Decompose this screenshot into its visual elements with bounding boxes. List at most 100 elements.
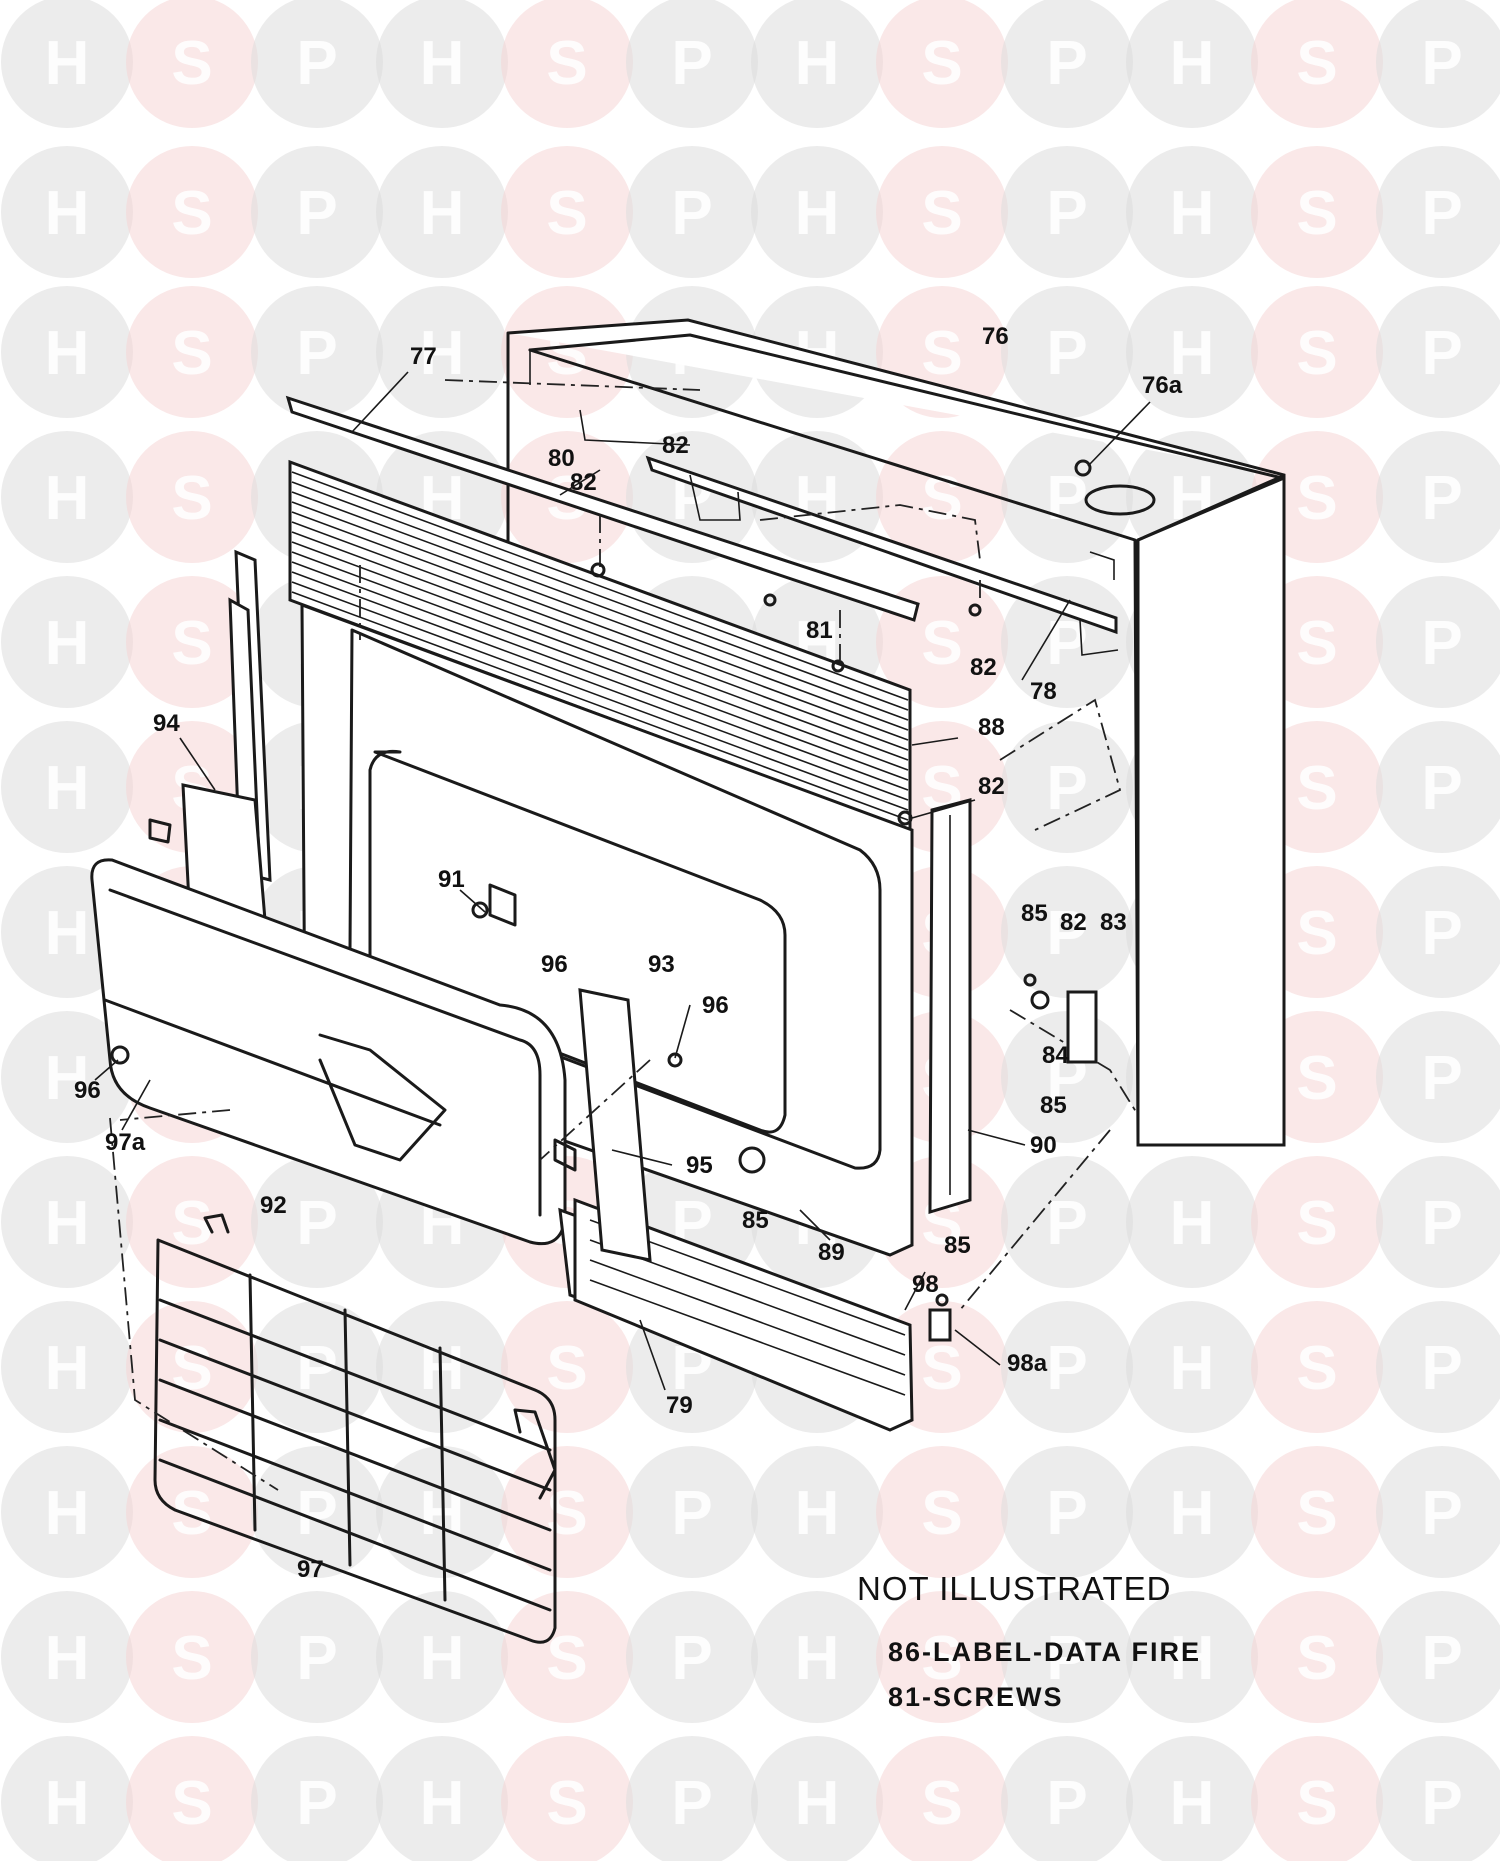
watermark-circle	[751, 1591, 883, 1723]
watermark-letter: S	[171, 319, 212, 388]
leader-line	[351, 371, 409, 433]
louvre-panel	[288, 459, 912, 833]
watermark-circle	[251, 1591, 383, 1723]
watermark-circle	[1, 1591, 133, 1723]
part-number-label: 85	[1021, 900, 1048, 927]
watermark-circle	[1376, 866, 1500, 998]
bottom-rail	[558, 1197, 914, 1432]
watermark-letter: H	[420, 179, 465, 248]
watermark-circle	[1251, 1301, 1383, 1433]
part-number-label: 76a	[1142, 372, 1183, 399]
part-number-label: 85	[944, 1232, 971, 1259]
watermark-circle	[1376, 0, 1500, 128]
watermark-letter: H	[45, 29, 90, 98]
watermark-letter: P	[296, 1189, 337, 1258]
part-number-label: 82	[662, 432, 689, 459]
watermark-letter: S	[1296, 609, 1337, 678]
watermark-letter: S	[1296, 1769, 1337, 1838]
part-number-label: 90	[1030, 1132, 1057, 1159]
watermark-letter: S	[1296, 29, 1337, 98]
watermark-letter: P	[296, 1769, 337, 1838]
louvre-slat	[291, 471, 909, 701]
watermark-letter: S	[546, 1334, 587, 1403]
watermark-circle	[501, 1301, 633, 1433]
part-number-label: 85	[742, 1207, 769, 1234]
watermark-circle	[1376, 576, 1500, 708]
watermark-letter: S	[1296, 464, 1337, 533]
watermark-circle	[751, 0, 883, 128]
not-illustrated-item: 81-SCREWS	[888, 1682, 1064, 1712]
watermark-letter: H	[420, 29, 465, 98]
watermark-letter: S	[546, 179, 587, 248]
watermark-circle	[1, 721, 133, 853]
part-number-label: 82	[1060, 909, 1087, 936]
watermark-circle	[1001, 1301, 1133, 1433]
louvre-slat	[291, 551, 909, 781]
watermark-circle	[1, 146, 133, 278]
watermark-letter: H	[45, 319, 90, 388]
not-illustrated-heading: NOT ILLUSTRATED	[857, 1570, 1172, 1607]
top-rail	[285, 395, 1119, 656]
watermark-letter: S	[1296, 1334, 1337, 1403]
front-frame	[90, 858, 567, 1246]
watermark-circle	[1001, 1446, 1133, 1578]
watermark-circle	[501, 286, 633, 418]
watermark-letter: P	[1421, 1479, 1462, 1548]
guard-bar	[158, 1378, 552, 1532]
watermark-letter: P	[296, 179, 337, 248]
watermark-circle	[1001, 1156, 1133, 1288]
guard-upright	[438, 1346, 447, 1602]
watermark-circle	[1251, 286, 1383, 418]
part-number-label: 97a	[105, 1129, 146, 1156]
watermark-circle	[376, 286, 508, 418]
watermark-circle	[1376, 1591, 1500, 1723]
watermark-letter: S	[171, 464, 212, 533]
watermark-circle	[626, 1446, 758, 1578]
watermark-circle	[1251, 1156, 1383, 1288]
watermark-circle	[1251, 1446, 1383, 1578]
watermark-letter: P	[671, 1769, 712, 1838]
watermark-letter: P	[1421, 319, 1462, 388]
part-number-label: 80	[548, 445, 575, 472]
watermark-letter: H	[795, 1624, 840, 1693]
guard-bar	[158, 1338, 552, 1492]
watermark-letter: H	[420, 319, 465, 388]
part-number-label: 83	[1100, 909, 1127, 936]
watermark-letter: H	[45, 1189, 90, 1258]
louvre-slat	[291, 511, 909, 741]
watermark-circle	[1376, 1301, 1500, 1433]
watermark-letter: S	[921, 319, 962, 388]
watermark-letter: S	[171, 1479, 212, 1548]
louvre-slat	[291, 501, 909, 731]
leader-line	[954, 1329, 1001, 1366]
watermark-circle	[251, 1301, 383, 1433]
watermark-circle	[126, 146, 258, 278]
watermark-circle	[126, 0, 258, 128]
watermark-circle	[1, 431, 133, 563]
watermark-circle	[876, 1736, 1008, 1866]
leader-line	[94, 1059, 119, 1081]
watermark-circle	[1126, 146, 1258, 278]
watermark-circle	[251, 1736, 383, 1866]
watermark-letter: H	[45, 1044, 90, 1113]
watermark-letter: P	[1046, 754, 1087, 823]
watermark-letter: H	[45, 1624, 90, 1693]
center-plate	[578, 988, 652, 1262]
part-number-label: 89	[818, 1239, 845, 1266]
leader-line	[559, 469, 601, 496]
watermark-circle	[876, 0, 1008, 128]
watermark-circle	[1001, 1011, 1133, 1143]
watermark-circle	[1001, 286, 1133, 418]
watermark-letter: H	[45, 464, 90, 533]
watermark-letter: P	[296, 1334, 337, 1403]
watermark-letter: P	[1046, 1769, 1087, 1838]
watermark-circle	[1376, 721, 1500, 853]
part-number-label: 85	[1040, 1092, 1067, 1119]
watermark-letter: S	[546, 1479, 587, 1548]
watermark-letter: S	[921, 609, 962, 678]
watermark-circle	[626, 1736, 758, 1866]
leader-line	[179, 737, 216, 791]
watermark-letter: P	[1421, 1624, 1462, 1693]
louvre-slat	[291, 561, 909, 791]
